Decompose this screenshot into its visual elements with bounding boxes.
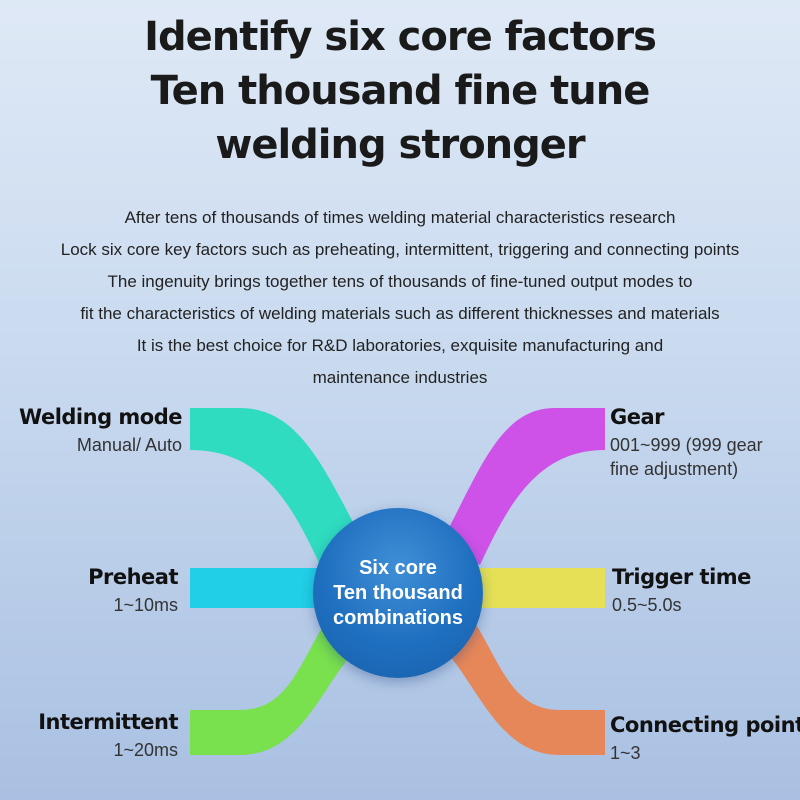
description-line-2: Lock six core key factors such as prehea… [60, 240, 740, 259]
ribbon-preheat [190, 568, 325, 608]
factor-name: Trigger time [612, 565, 751, 589]
ribbon-trigger-time [470, 568, 605, 608]
factor-value: 1~3 [610, 743, 641, 763]
description-line-1: After tens of thousands of times welding… [124, 208, 676, 227]
headline-line-2: Ten thousand fine tune [150, 68, 651, 114]
hub-line-1: Six core [359, 556, 437, 579]
factor-trigger-time: Trigger time 0.5~5.0s [612, 565, 751, 617]
factor-value: 001~999 (999 gear fine adjustment) [610, 435, 763, 479]
hub-line-2: Ten thousand [333, 581, 463, 604]
description-line-6: maintenance industries [312, 368, 488, 387]
description: After tens of thousands of times welding… [0, 202, 800, 394]
hub-line-3: combinations [332, 606, 463, 629]
description-line-5: It is the best choice for R&D laboratori… [136, 336, 664, 355]
factor-name: Gear [610, 405, 665, 429]
description-line-3: The ingenuity brings together tens of th… [107, 272, 693, 291]
factor-name: Intermittent [38, 710, 178, 734]
factor-value: Manual/ Auto [76, 435, 182, 455]
ribbon-intermittent [190, 615, 355, 755]
factor-preheat: Preheat 1~10ms [88, 565, 178, 617]
factor-connecting-point: Connecting point 1~3 [610, 713, 800, 765]
factor-value: 1~20ms [113, 740, 178, 760]
factor-value: 1~10ms [113, 595, 178, 615]
factor-value: 0.5~5.0s [612, 595, 682, 615]
headline-line-1: Identify six core factors [144, 14, 657, 60]
headline-line-3: welding stronger [215, 122, 585, 168]
factor-name: Connecting point [610, 713, 800, 737]
factor-intermittent: Intermittent 1~20ms [38, 710, 178, 762]
factor-welding-mode: Welding mode Manual/ Auto [19, 405, 182, 457]
center-hub: Six core Ten thousand combinations [313, 508, 483, 678]
ribbon-welding-mode [190, 408, 365, 565]
factor-name: Preheat [88, 565, 178, 589]
factor-name: Welding mode [19, 405, 182, 429]
ribbon-connecting-point [445, 615, 605, 755]
description-line-4: fit the characteristics of welding mater… [80, 304, 720, 323]
headline: Identify six core factors Ten thousand f… [0, 10, 800, 172]
factor-gear: Gear 001~999 (999 gear fine adjustment) [610, 405, 795, 481]
ribbon-gear [440, 408, 605, 565]
